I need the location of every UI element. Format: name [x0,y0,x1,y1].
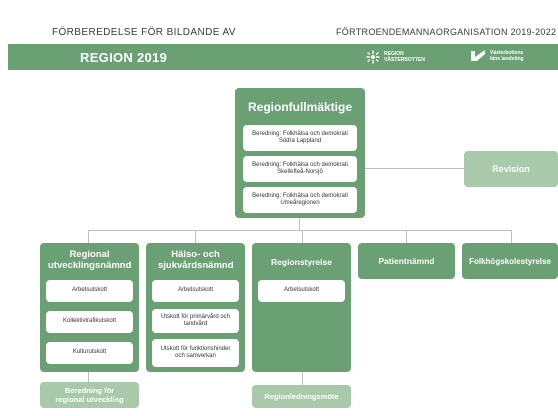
regionfullmaktige-title: Regionfullmäktige [247,100,352,114]
col2-card-3: Utskott för funktionshinder och samverka… [152,339,239,367]
regionstyrelse-box: Regionstyrelse [252,243,351,372]
header-left-text: FÖRBEREDELSE FÖR BILDANDE AV [52,27,236,38]
beredning-card-3: Beredning: Folkhälsa och demokrati Umeår… [243,187,357,213]
beredning-regional-utveckling-box: Beredning för regional utveckling [40,382,139,408]
connector-vertical-main [299,218,300,230]
landsting-logo-icon [471,50,485,61]
connector-col3 [302,230,303,243]
logo2-line1: Västerbottens [490,49,524,56]
regionledningsmote-box: Regionledningsmöte [252,385,351,408]
beredning-card-1: Beredning: Folkhälsa och demokrati Södra… [243,125,357,151]
beredning-regional-utveckling-label: Beredning för regional utveckling [55,386,124,404]
region-logo-icon [366,50,380,64]
beredning-card-2: Beredning: Folkhälsa och demokrati Skell… [243,156,357,182]
connector-col1 [88,230,89,243]
landsting-logo: Västerbottens läns landsting [470,49,524,62]
col1-card-1: Arbetsutskott [46,280,133,302]
col1-card-3: Kulturutskott [46,342,133,364]
connector-footer-col1 [88,372,89,382]
logo2-line2: läns landsting [490,55,524,62]
regionledningsmote-label: Regionledningsmöte [264,392,339,401]
header-right-text: FÖRTROENDEMANNAORGANISATION 2019-2022 [336,27,557,37]
connector-col2 [195,230,196,243]
connector-horizontal [88,230,512,231]
regionstyrelse-title: Regionstyrelse [271,257,332,267]
logo1-line1: REGION [384,51,404,57]
connector-col4 [406,230,407,243]
folkhogskolestyrelse-title: Folkhögskolestyrelse [469,256,551,266]
revision-label: Revision [492,164,530,174]
patientnamnd-title: Patientnämnd [378,256,435,266]
connector-footer-col3 [302,372,303,385]
revision-box: Revision [464,151,558,187]
col1-card-2: Kollektivtrafikutskott [46,311,133,333]
logo1-line2: VÄSTERBOTTEN [384,57,425,63]
title-band [8,44,558,70]
regional-utvecklingsnamnd-title: Regional utvecklingsnämnd [48,249,132,271]
col2-card-1: Arbetsutskott [152,280,239,302]
connector-revision [364,168,464,169]
col3-card-1: Arbetsutskott [258,280,345,302]
col2-card-2: Utskott för primärvård och tandvård [152,309,239,333]
folkhogskolestyrelse-box: Folkhögskolestyrelse [462,243,558,279]
halso-sjukvardsnamnd-title: Hälso- och sjukvårdsnämnd [158,249,234,271]
connector-col5 [511,230,512,243]
patientnamnd-box: Patientnämnd [358,243,455,279]
page-title: REGION 2019 [80,50,168,65]
region-vasterbotten-logo: REGION VÄSTERBOTTEN [366,50,425,64]
